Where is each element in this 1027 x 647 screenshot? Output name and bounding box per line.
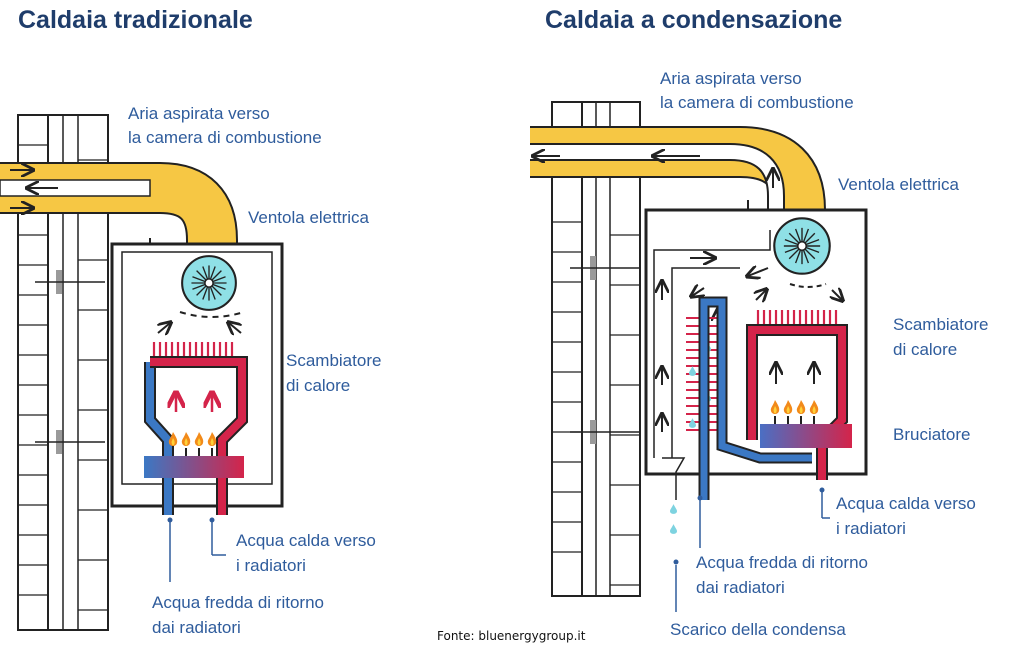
source-credit: Fonte: bluenergygroup.it	[437, 629, 586, 643]
label-exchanger-line1: Scambiatore	[286, 351, 381, 370]
arrow-icon	[229, 323, 241, 333]
label-fan: Ventola elettrica	[248, 208, 370, 227]
arrow-icon	[748, 268, 769, 276]
label-fan: Ventola elettrica	[838, 175, 960, 194]
fan-icon	[181, 255, 237, 311]
label-burner: Bruciatore	[893, 425, 970, 444]
arrow-icon	[756, 290, 766, 300]
flue-duct-right	[530, 126, 826, 236]
label-cold-water-line1: Acqua fredda di ritorno	[696, 553, 868, 572]
water-drop-icon	[670, 524, 677, 534]
label-cold-water-line1: Acqua fredda di ritorno	[152, 593, 324, 612]
traditional-boiler: Aria aspirata verso la camera di combust…	[0, 104, 381, 637]
label-exchanger-line2: di calore	[286, 376, 350, 395]
label-hot-water-line2: i radiatori	[236, 556, 306, 575]
label-hot-water-line2: i radiatori	[836, 519, 906, 538]
label-hot-water-line1: Acqua calda verso	[836, 494, 976, 513]
water-drop-icon	[670, 504, 677, 514]
condensing-boiler: Aria aspirata verso la camera di combust…	[530, 69, 988, 639]
title-condensing-boiler: Caldaia a condensazione	[545, 6, 842, 34]
label-condensate-drain: Scarico della condensa	[670, 620, 846, 639]
wall-right	[551, 101, 641, 597]
condensate-drain	[662, 457, 686, 534]
label-air-intake-line1: Aria aspirata verso	[128, 104, 270, 123]
label-air-intake-line2: la camera di combustione	[128, 128, 322, 147]
arrow-icon	[692, 288, 704, 296]
flue-duct-left	[0, 162, 238, 264]
arrow-icon	[832, 290, 842, 300]
label-cold-water-line2: dai radiatori	[152, 618, 241, 637]
label-exchanger-line1: Scambiatore	[893, 315, 988, 334]
label-air-intake-line1: Aria aspirata verso	[660, 69, 802, 88]
label-air-intake-line2: la camera di combustione	[660, 93, 854, 112]
burner-left	[144, 432, 244, 478]
arrow-icon	[158, 323, 170, 333]
title-traditional-boiler: Caldaia tradizionale	[18, 6, 253, 34]
fan-icon	[773, 217, 831, 275]
label-hot-water-line1: Acqua calda verso	[236, 531, 376, 550]
burner-right	[760, 400, 852, 448]
label-exchanger-line2: di calore	[893, 340, 957, 359]
condensing-exchanger	[686, 296, 812, 500]
label-cold-water-line2: dai radiatori	[696, 578, 785, 597]
